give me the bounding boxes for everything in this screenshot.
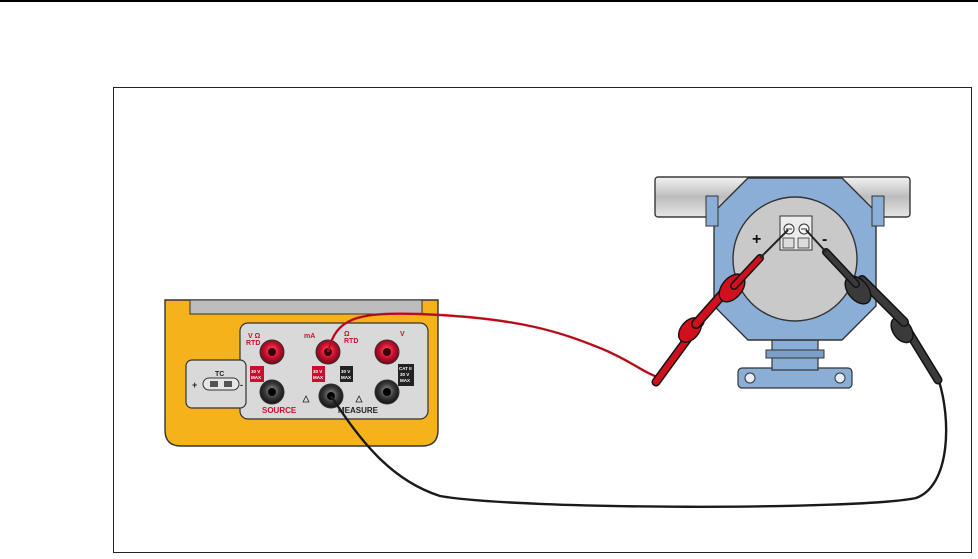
- cat-rating-max: MAX: [400, 378, 410, 383]
- measure-rating-text: 30 V: [341, 369, 350, 374]
- cat-rating-badge: [398, 364, 414, 386]
- source-warning-icon: [302, 395, 310, 403]
- measure-rating-badge: [340, 366, 353, 382]
- black-test-lead: [329, 229, 948, 508]
- measure-label: MEASURE: [338, 406, 379, 415]
- cat-rating-volt: 30 V: [400, 372, 409, 377]
- ma-rating-text: 30 V: [313, 369, 322, 374]
- tc-socket: [202, 377, 240, 391]
- source-label: SOURCE: [262, 406, 297, 415]
- red-test-lead: [326, 229, 789, 387]
- label-rtd-source: RTD: [246, 340, 260, 347]
- cat-rating-text: CAT II: [399, 366, 412, 371]
- figure-frame: [113, 87, 972, 553]
- measure-warning-icon: [355, 395, 363, 403]
- label-v-ohm-line1: V Ω: [248, 333, 261, 340]
- calibrator: TC + - V Ω RTD mA Ω RTD V 30 V MAX 30 V …: [164, 299, 439, 447]
- source-rating-badge: [250, 366, 264, 382]
- measure-rating-max: MAX: [341, 375, 351, 380]
- tc-plus-label: +: [192, 380, 197, 390]
- tc-label: TC: [215, 371, 224, 378]
- transmitter-plus-label: +: [752, 231, 761, 248]
- label-ma: mA: [304, 333, 315, 340]
- terminal-compartment: [732, 196, 858, 322]
- source-rating-text: 30 V: [251, 369, 260, 374]
- transmitter: + -: [705, 177, 885, 389]
- label-rtd-measure: RTD: [344, 338, 358, 345]
- label-ohm-rtd: Ω: [344, 331, 350, 338]
- ma-rating-max: MAX: [313, 375, 323, 380]
- label-v-ohm: V Ω: [248, 333, 261, 340]
- source-rating-max: MAX: [251, 375, 261, 380]
- label-v: V: [400, 331, 405, 338]
- calibrator-display: [189, 299, 423, 315]
- ma-rating-badge: [312, 366, 325, 382]
- tc-minus-label: -: [240, 380, 243, 390]
- transmitter-minus-label: -: [822, 231, 827, 248]
- top-rule: [0, 0, 978, 2]
